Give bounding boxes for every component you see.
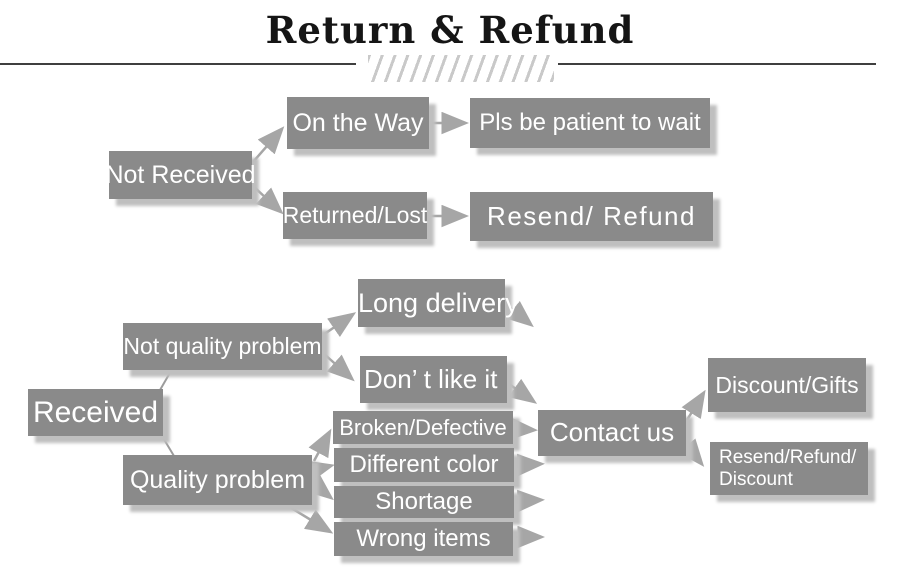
arrow-diffcolor-contact xyxy=(515,453,545,477)
node-not-received: Not Received xyxy=(105,151,256,199)
arrow-notquality-dontlike xyxy=(322,352,355,382)
node-long-delivery: Long delivery xyxy=(358,279,519,327)
node-label: Discount/Gifts xyxy=(715,371,859,398)
node-contact-us: Contact us xyxy=(538,410,686,456)
node-label-line1: Resend/Refund/ xyxy=(719,446,857,468)
node-on-the-way: On the Way xyxy=(287,97,429,149)
node-wrong-items: Wrong items xyxy=(334,522,513,556)
arrow-contact-resendrefund xyxy=(678,438,705,467)
node-received: Received xyxy=(28,389,163,436)
arrow-shortage-contact xyxy=(515,489,545,513)
title-rule-right xyxy=(558,63,876,65)
node-label: Shortage xyxy=(375,488,473,516)
node-label: Broken/Defective xyxy=(339,414,507,440)
arrow-quality-diffcolor xyxy=(305,460,335,483)
arrow-notreceived-ontheway xyxy=(252,126,285,163)
page-title: Return & Refund xyxy=(265,8,635,52)
arrow-contact-discountgifts xyxy=(681,389,706,421)
node-label: Received xyxy=(32,395,159,429)
node-label: Different color xyxy=(349,451,499,479)
arrow-quality-wrongitems xyxy=(287,504,334,534)
arrow-notreceived-returnedlost xyxy=(252,185,284,215)
node-dont-like-it: Don’ t like it xyxy=(360,356,507,403)
node-label: Not quality problem xyxy=(123,333,322,360)
node-broken-defective: Broken/Defective xyxy=(333,411,513,444)
node-label: Contact us xyxy=(549,417,675,448)
node-label: Pls be patient to wait xyxy=(479,109,701,137)
node-different-color: Different color xyxy=(334,448,514,482)
arrow-quality-shortage xyxy=(305,474,334,501)
node-discount-gifts: Discount/Gifts xyxy=(708,358,866,412)
node-label: Don’ t like it xyxy=(364,363,498,394)
hatch-stripes-icon xyxy=(368,55,554,82)
node-label: Returned/Lost xyxy=(282,202,428,229)
node-returned-lost: Returned/Lost xyxy=(283,192,427,239)
arrow-broken-contact xyxy=(509,417,538,440)
node-label: Quality problem xyxy=(129,465,306,494)
node-pls-be-patient: Pls be patient to wait xyxy=(470,98,710,148)
node-label: On the Way xyxy=(292,108,424,137)
node-label-line2: Discount xyxy=(719,468,793,490)
node-shortage: Shortage xyxy=(334,486,514,518)
node-label: Resend/ Refund xyxy=(487,200,696,231)
line-received-quality xyxy=(161,435,175,457)
node-label: Wrong items xyxy=(356,525,491,553)
node-resend-refund: Resend/ Refund xyxy=(470,192,713,241)
line-received-notquality xyxy=(159,370,172,391)
arrow-quality-broken xyxy=(308,428,332,462)
title-rule-left xyxy=(0,63,356,65)
node-label: Long delivery xyxy=(358,287,519,318)
node-resend-refund-discount: Resend/Refund/ Discount xyxy=(710,442,868,495)
node-not-quality-problem: Not quality problem xyxy=(123,323,322,370)
node-label: Not Received xyxy=(105,160,256,189)
arrow-notquality-longdelivery xyxy=(322,312,357,338)
node-quality-problem: Quality problem xyxy=(123,455,312,505)
arrow-dontlike-contact xyxy=(508,378,538,404)
